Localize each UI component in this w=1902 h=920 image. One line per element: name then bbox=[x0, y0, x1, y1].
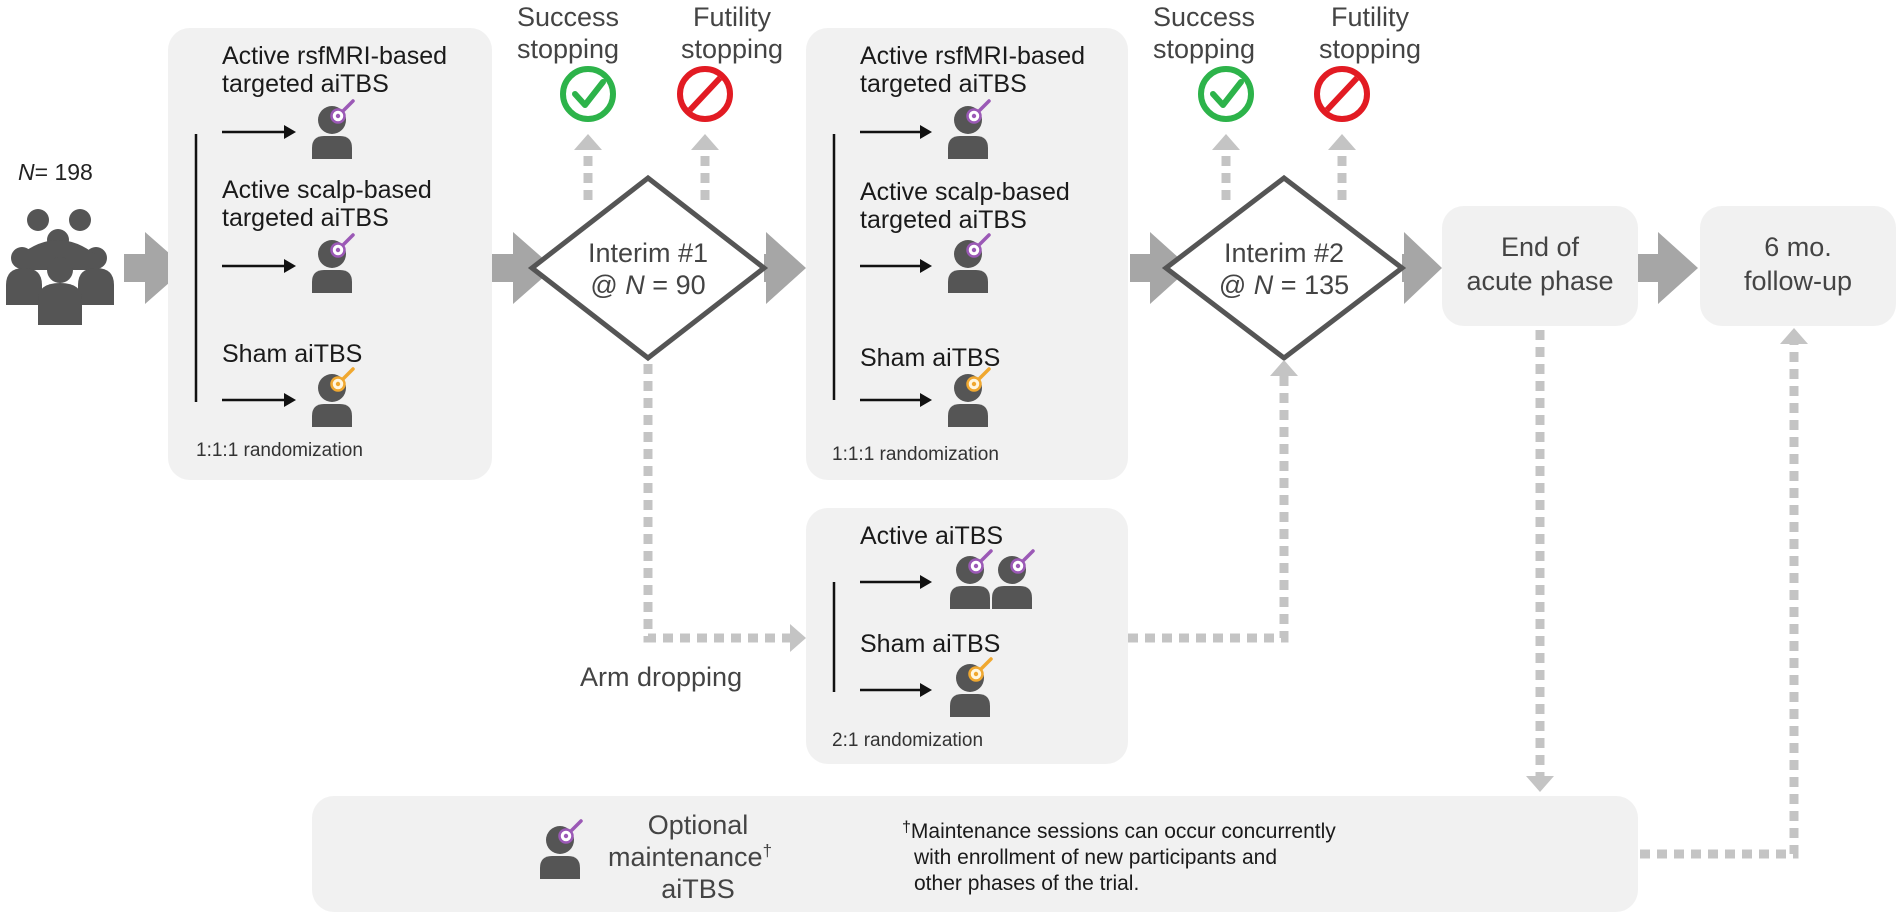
arm-dropping-arm1-label: Active aiTBS bbox=[860, 522, 1003, 550]
dotted-arrow-to-success-1 bbox=[574, 134, 602, 200]
flow-arrow-6 bbox=[1638, 232, 1698, 304]
interim1-sample-size: @ N = 90 bbox=[590, 270, 705, 300]
stage2-arm1-label-line1: Active rsfMRI-based bbox=[860, 42, 1085, 70]
maintenance-label-line2: maintenance† bbox=[608, 841, 772, 872]
stage1-arm1-label-line2: targeted aiTBS bbox=[222, 70, 389, 98]
arm-dropping-arrow-arm1 bbox=[860, 575, 932, 589]
stop1-success-label-line1: Success bbox=[517, 2, 619, 32]
arm-dropping-randomization-ratio: 2:1 randomization bbox=[832, 730, 983, 751]
stage2-arm1-label-line2: targeted aiTBS bbox=[860, 70, 1027, 98]
followup-label-line1: 6 mo. bbox=[1764, 232, 1832, 262]
stage2-randomization-ratio: 1:1:1 randomization bbox=[832, 444, 999, 465]
stage2-arm3-label: Sham aiTBS bbox=[860, 344, 1000, 372]
flow-arrow-3 bbox=[764, 232, 806, 304]
interim2-title: Interim #2 bbox=[1224, 238, 1344, 268]
maintenance-label-line3: aiTBS bbox=[661, 874, 735, 904]
maintenance-note-line3: other phases of the trial. bbox=[914, 872, 1139, 895]
maintenance-note-line1: †Maintenance sessions can occur concurre… bbox=[902, 819, 1336, 843]
flow-arrow-2 bbox=[492, 232, 554, 304]
stop2-success-label-line2: stopping bbox=[1153, 34, 1255, 64]
arm-dropping-arrow-arm2 bbox=[860, 683, 932, 697]
sample-size-label: N= 198 bbox=[18, 159, 93, 185]
stage1-arm2-label-line2: targeted aiTBS bbox=[222, 204, 389, 232]
check-circle-icon bbox=[1198, 66, 1254, 122]
dotted-arrow-to-futility-2 bbox=[1328, 134, 1356, 200]
flow-arrow-4 bbox=[1130, 232, 1190, 304]
stage1-arrow-arm1 bbox=[222, 125, 296, 139]
interim1-decision-diamond bbox=[527, 174, 769, 362]
stage2-arrow-arm2 bbox=[860, 259, 932, 273]
dotted-arrow-to-success-2 bbox=[1212, 134, 1240, 200]
stop2-futility-label-line2: stopping bbox=[1319, 34, 1421, 64]
dotted-arrow-to-maintenance bbox=[1526, 330, 1554, 792]
stage1-arrow-arm3 bbox=[222, 393, 296, 407]
dotted-arrow-to-interim2 bbox=[1128, 360, 1298, 643]
stage1-arm2-label-line1: Active scalp-based bbox=[222, 176, 432, 204]
dotted-arrow-to-futility-1 bbox=[691, 134, 719, 200]
arm-dropping-randomization-box bbox=[806, 508, 1128, 764]
end-acute-label-line2: acute phase bbox=[1466, 266, 1613, 296]
stop2-futility-label-line1: Futility bbox=[1331, 2, 1410, 32]
interim2-sample-size: @ N = 135 bbox=[1219, 270, 1349, 300]
optional-maintenance-box bbox=[312, 796, 1638, 912]
stage2-arrow-arm3 bbox=[860, 393, 932, 407]
followup-box bbox=[1700, 206, 1896, 326]
stage2-arrow-arm1 bbox=[860, 125, 932, 139]
flow-arrow-5 bbox=[1402, 232, 1442, 304]
stop2-success-label-line1: Success bbox=[1153, 2, 1255, 32]
maintenance-note-line2: with enrollment of new participants and bbox=[913, 846, 1277, 869]
prohibited-circle-icon bbox=[1314, 66, 1370, 122]
stage1-arm3-label: Sham aiTBS bbox=[222, 340, 362, 368]
dotted-arrow-to-followup bbox=[1640, 328, 1808, 859]
end-acute-label-line1: End of bbox=[1501, 232, 1580, 262]
flow-arrow-1 bbox=[124, 232, 186, 304]
stage1-arrow-arm2 bbox=[222, 259, 296, 273]
group-of-people-icon bbox=[6, 209, 114, 325]
check-circle-icon bbox=[560, 66, 616, 122]
stop1-success-label-line2: stopping bbox=[517, 34, 619, 64]
stop1-futility-label-line1: Futility bbox=[693, 2, 772, 32]
followup-label-line2: follow-up bbox=[1744, 266, 1852, 296]
maintenance-label-line1: Optional bbox=[648, 810, 749, 840]
prohibited-circle-icon bbox=[677, 66, 733, 122]
stage1-arm1-label-line1: Active rsfMRI-based bbox=[222, 42, 447, 70]
stop1-futility-label-line2: stopping bbox=[681, 34, 783, 64]
arm-dropping-arm2-label: Sham aiTBS bbox=[860, 630, 1000, 658]
interim2-decision-diamond bbox=[1161, 174, 1407, 362]
dotted-arrow-arm-dropping bbox=[643, 364, 806, 652]
arm-dropping-label: Arm dropping bbox=[580, 662, 742, 692]
end-acute-phase-box bbox=[1442, 206, 1638, 326]
interim1-title: Interim #1 bbox=[588, 238, 708, 268]
stage2-arm2-label-line2: targeted aiTBS bbox=[860, 206, 1027, 234]
stage1-randomization-ratio: 1:1:1 randomization bbox=[196, 440, 363, 461]
stage2-arm2-label-line1: Active scalp-based bbox=[860, 178, 1070, 206]
